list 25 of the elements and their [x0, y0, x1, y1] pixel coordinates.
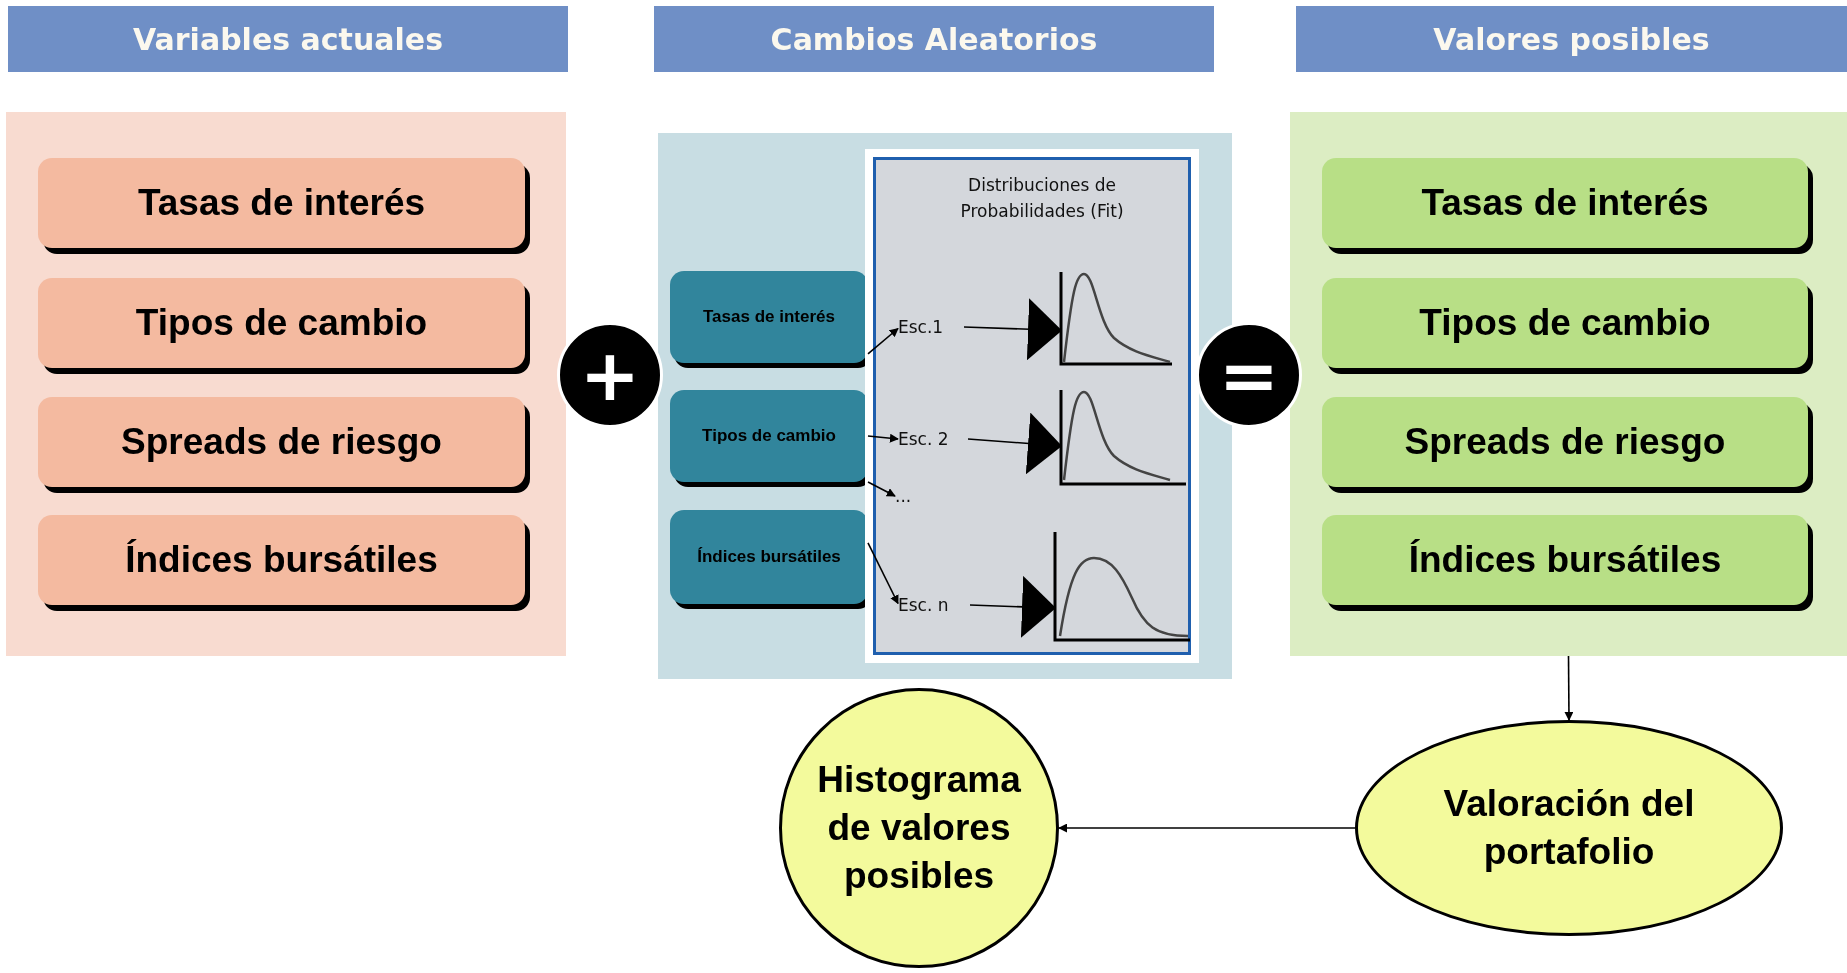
arrow: [867, 481, 896, 497]
arrow: [867, 433, 899, 443]
section-header: Valores posibles: [1296, 6, 1847, 72]
arrow: [1564, 655, 1574, 721]
distribution-curve-drawing: [1058, 272, 1172, 366]
arrow: [867, 542, 899, 605]
distribution-curve-drawing: [1052, 532, 1190, 642]
pointer-arrow: [967, 412, 1062, 475]
pointer-arrow: [963, 298, 1062, 361]
arrow: [1058, 823, 1356, 833]
scenario-label: Esc. n: [898, 590, 970, 620]
result-ellipse: Histograma de valores posibles: [779, 688, 1059, 968]
scenario-label: ...: [895, 484, 921, 508]
section-header: Cambios Aleatorios: [654, 6, 1214, 72]
group-panel: [6, 112, 566, 656]
arrow: [867, 327, 899, 355]
panel-title: Distribuciones de Probabilidades (Fit): [959, 174, 1125, 224]
scenario-label: Esc.1: [898, 312, 964, 342]
scenario-label: Esc. 2: [898, 424, 968, 454]
pointer-arrow: [969, 575, 1056, 638]
result-ellipse: Valoración del portafolio: [1355, 720, 1783, 936]
group-panel: [1290, 112, 1847, 656]
plus-sign: +: [557, 322, 663, 428]
distribution-curve-drawing: [1058, 390, 1186, 486]
section-header: Variables actuales: [8, 6, 568, 72]
